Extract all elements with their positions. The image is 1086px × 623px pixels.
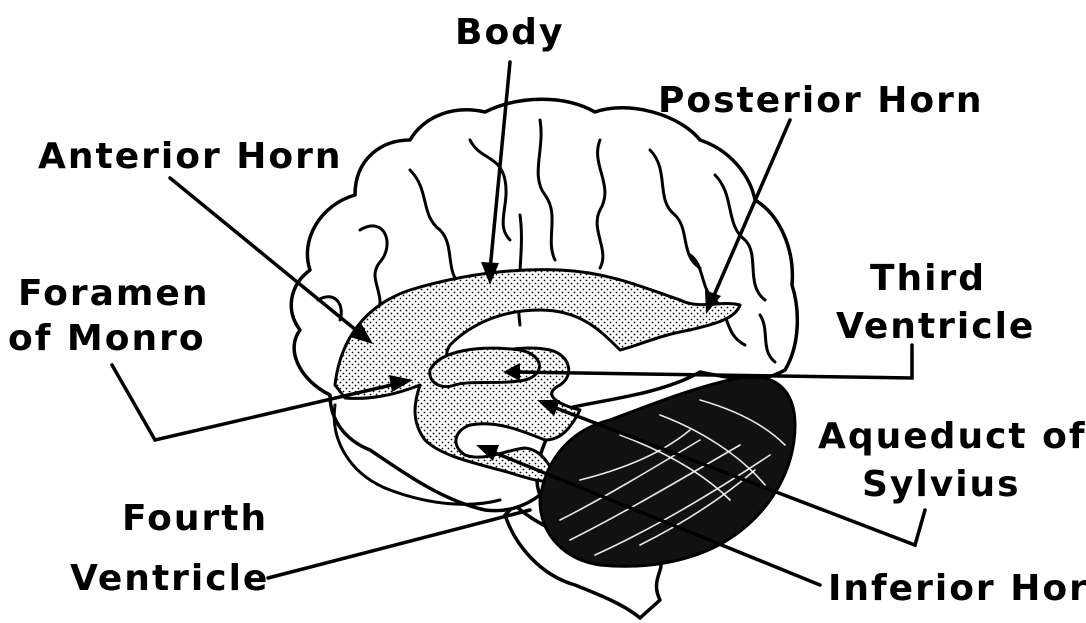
label-aqueduct-line1: Aqueduct of [818,416,1086,457]
label-aqueduct-line2: Sylvius [862,464,1021,505]
label-third-ventricle-line2: Ventricle [836,306,1035,347]
label-body: Body [455,12,564,53]
label-foramen-line1: Foramen [18,273,209,314]
label-posterior-horn: Posterior Horn [658,80,984,121]
label-third-ventricle-line1: Third [870,258,986,299]
label-fourth-ventricle-line2: Ventricle [70,558,269,599]
label-fourth-ventricle-line1: Fourth [122,498,268,539]
label-inferior-horn: Inferior Horn [828,568,1086,609]
label-foramen-line2: of Monro [8,318,206,359]
label-anterior-horn: Anterior Horn [38,136,342,177]
